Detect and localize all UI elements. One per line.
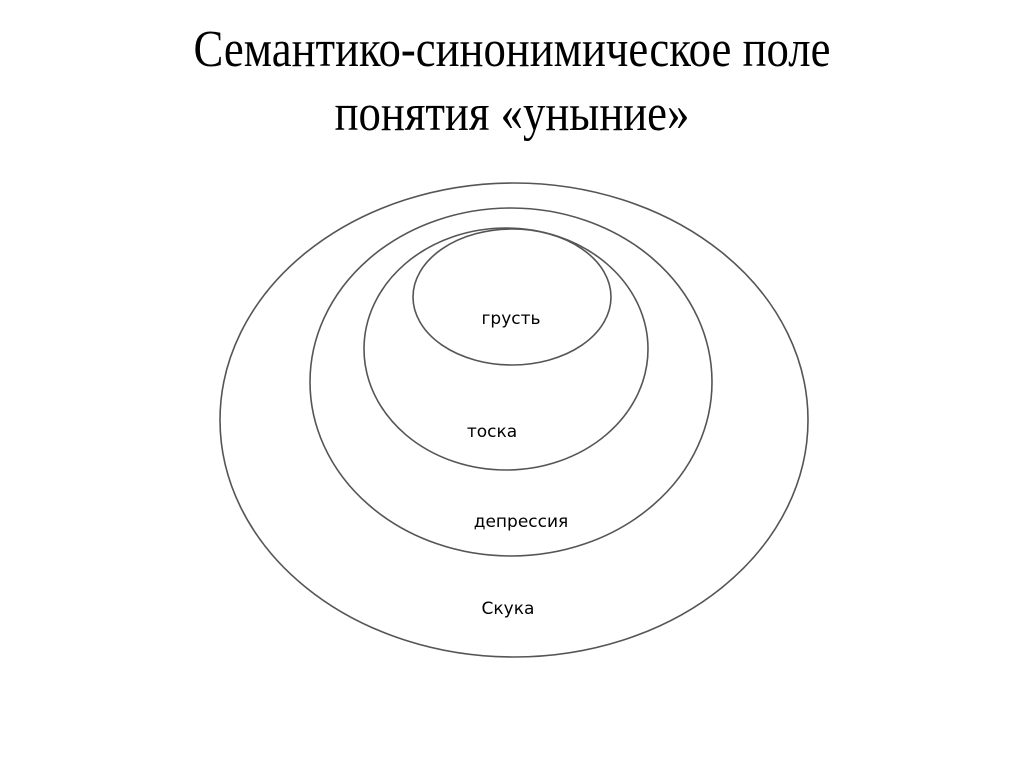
field-ellipse-third [363,227,649,471]
label-second: депрессия [474,512,569,532]
label-third: тоска [467,422,517,442]
field-ellipse-second [309,207,713,557]
field-ellipse-outer [219,182,809,658]
title-line-1: Семантико-синонимическое поле [193,21,831,78]
field-ellipse-core [412,228,612,366]
title-line-2: понятия «уныние» [334,85,690,142]
label-core: грусть [481,309,540,329]
page-title: Семантико-синонимическое поле понятия «у… [72,18,953,146]
label-outer: Скука [482,599,535,619]
